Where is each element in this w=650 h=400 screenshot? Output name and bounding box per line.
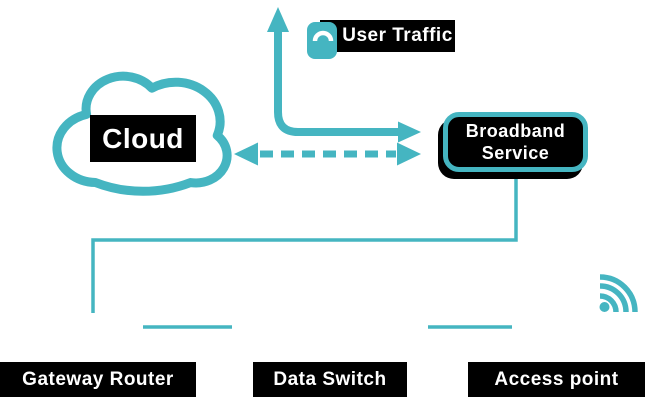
wifi-signal-icon (599, 274, 638, 313)
gateway-router-label: Gateway Router (0, 362, 196, 397)
broadband-service-node: Broadband Service (443, 112, 588, 172)
lock-icon (307, 22, 337, 59)
connector-line (91, 172, 518, 313)
data-switch-label: Data Switch (253, 362, 407, 397)
user-traffic-label: User Traffic (320, 20, 455, 52)
access-point-label: Access point (468, 362, 645, 397)
cloud-label: Cloud (90, 115, 196, 162)
traffic-flow-arrow (267, 7, 421, 143)
cloud-icon (57, 76, 227, 191)
bidirectional-dashed-arrow (234, 142, 421, 166)
